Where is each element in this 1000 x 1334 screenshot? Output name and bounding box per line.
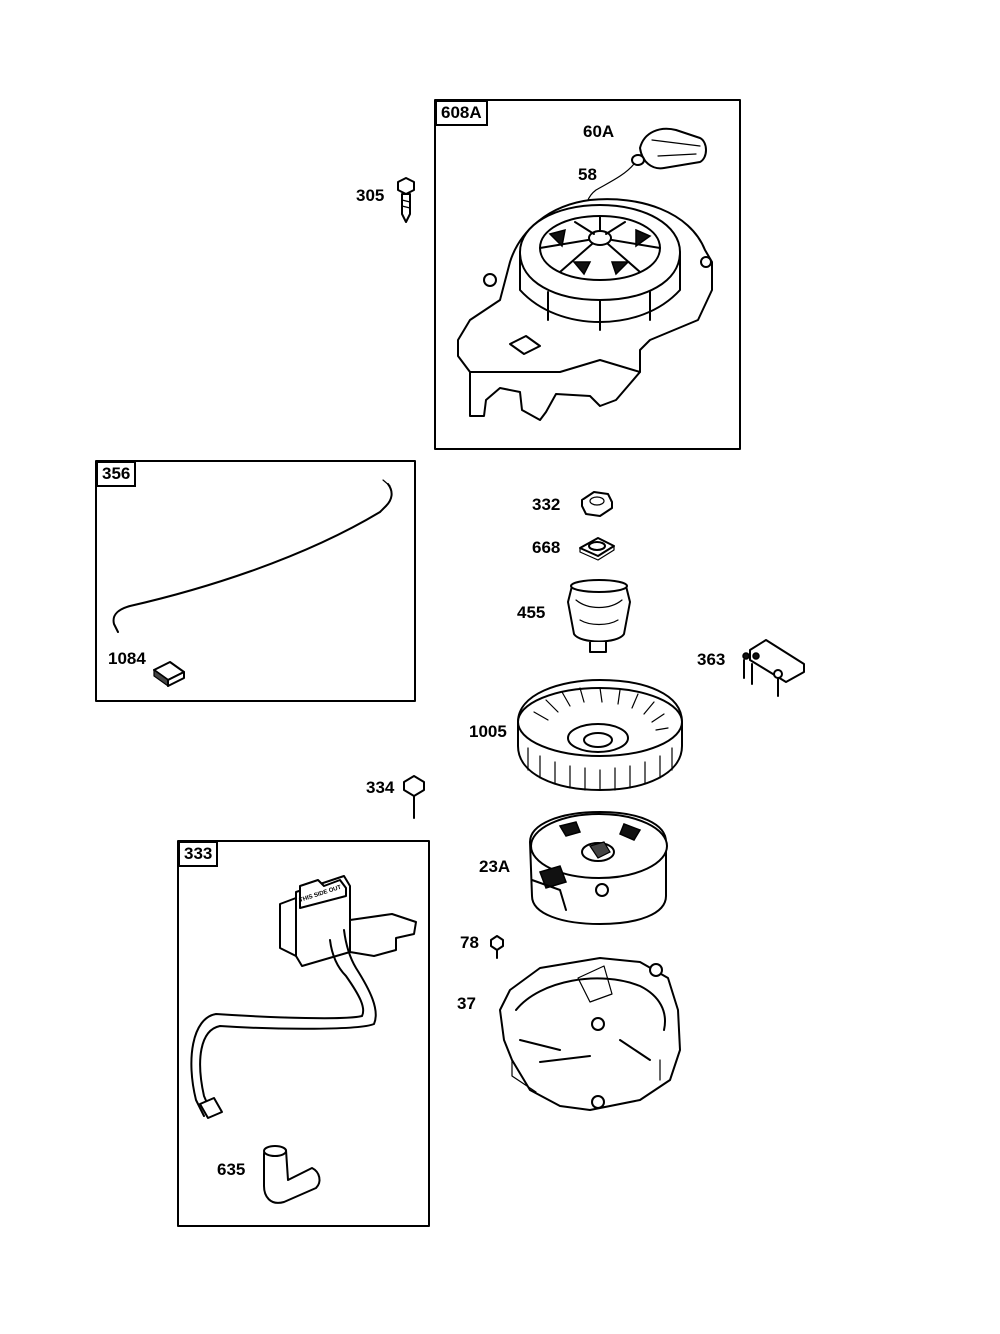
connector-1084	[153, 661, 185, 688]
label-60A: 60A	[583, 122, 615, 141]
spark-plug-boot-635	[263, 1145, 321, 1204]
bolt-334	[403, 775, 425, 819]
wire-box-tag: 356	[96, 461, 137, 487]
ignition-coil-333	[190, 875, 417, 1119]
nut-332	[581, 491, 613, 517]
starter-box-tag: 608A	[435, 100, 488, 126]
screw-78	[490, 935, 504, 959]
brake-bracket-363	[742, 639, 805, 697]
label-23A: 23A	[479, 857, 511, 876]
label-1005: 1005	[469, 722, 507, 741]
washer-668	[579, 537, 615, 561]
wire-box-frame	[95, 460, 416, 702]
label-332: 332	[532, 495, 561, 514]
starter-cup-455	[567, 579, 631, 653]
label-668: 668	[532, 538, 561, 557]
label-455: 455	[517, 603, 546, 622]
label-58: 58	[578, 165, 597, 184]
blower-housing-37	[499, 957, 681, 1111]
label-363: 363	[697, 650, 726, 669]
label-78: 78	[460, 933, 479, 952]
recoil-starter-housing-608A	[457, 198, 713, 421]
label-635: 635	[217, 1160, 246, 1179]
starter-box-frame	[434, 99, 741, 450]
flywheel-fan-1005	[517, 679, 683, 791]
label-334: 334	[366, 778, 395, 797]
label-37: 37	[457, 994, 476, 1013]
ignition-box-frame	[177, 840, 430, 1227]
ignition-box-tag: 333	[178, 841, 219, 867]
starter-handle-60A	[631, 127, 707, 170]
flywheel-23A	[529, 811, 668, 925]
label-305: 305	[356, 186, 385, 205]
stop-wire-356	[112, 479, 393, 633]
label-1084: 1084	[108, 649, 146, 668]
bolt-305	[397, 177, 415, 223]
